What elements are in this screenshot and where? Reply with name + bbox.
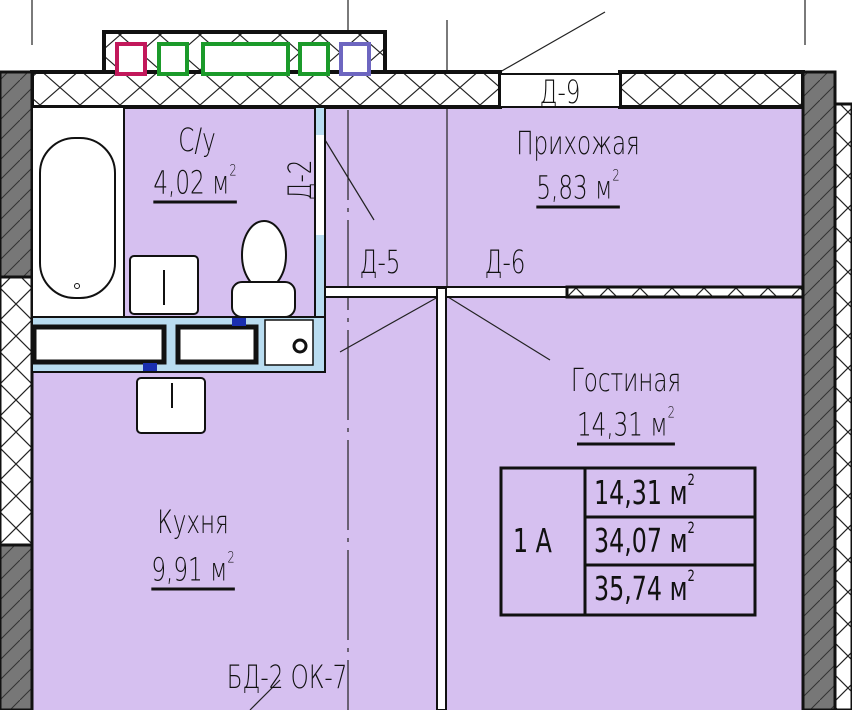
total-area-cell: 34,07 м2: [594, 518, 695, 560]
total-with-balcony-cell: 35,74 м2: [594, 566, 695, 608]
toilet-icon: [241, 220, 287, 290]
apartment-type: 1 А: [513, 521, 552, 560]
bathroom-area-label: 4,02 м2: [153, 160, 237, 204]
hallway-area-label: 5,83 м2: [536, 165, 620, 209]
kitchen-area: [32, 370, 437, 710]
ventilation-shaft-block: [102, 30, 387, 76]
kitchen-area-label: 9,91 м2: [151, 547, 235, 591]
summary-table: [499, 466, 757, 617]
hallway-name: Прихожая: [516, 124, 640, 162]
living-name: Гостиная: [570, 361, 682, 399]
door-d6-label: Д-6: [484, 243, 526, 281]
window-right: [833, 102, 852, 710]
interior-wall: [436, 287, 447, 710]
bathtub-icon: [39, 137, 116, 299]
exterior-wall-right: [801, 70, 837, 710]
door-d9-opening: [499, 73, 621, 108]
living-area-cell: 14,31 м2: [594, 470, 695, 512]
hallway-area: [325, 107, 803, 292]
exterior-wall-top: [30, 70, 502, 109]
living-area: [445, 297, 803, 710]
door-d5-label: Д-5: [359, 243, 401, 281]
kitchen-name: Кухня: [157, 503, 229, 541]
door-d9-label: Д-9: [539, 73, 581, 111]
rooms-fill: [32, 107, 803, 710]
bathroom-name: С/у: [178, 121, 216, 159]
door-d2-label: Д-2: [281, 159, 319, 201]
balcony-door-window-label: БД-2 ОК-7: [226, 658, 348, 696]
living-area-label: 14,31 м2: [577, 402, 675, 446]
